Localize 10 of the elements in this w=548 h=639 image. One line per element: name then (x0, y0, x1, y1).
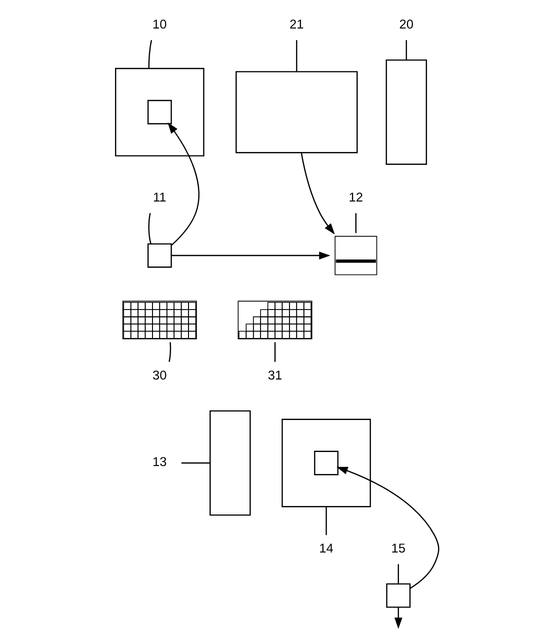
node-text: 20 (399, 16, 414, 32)
node-text: 11 (153, 190, 166, 205)
node-text: 14 (319, 540, 334, 556)
node-text: 12 (348, 190, 364, 205)
node-text: 15 (391, 540, 406, 556)
node-text: 10 (152, 16, 167, 32)
node-text: 30 (152, 368, 167, 383)
node-text: 13 (152, 454, 167, 470)
node-text: 31 (268, 368, 282, 383)
node-text: 21 (290, 16, 304, 32)
